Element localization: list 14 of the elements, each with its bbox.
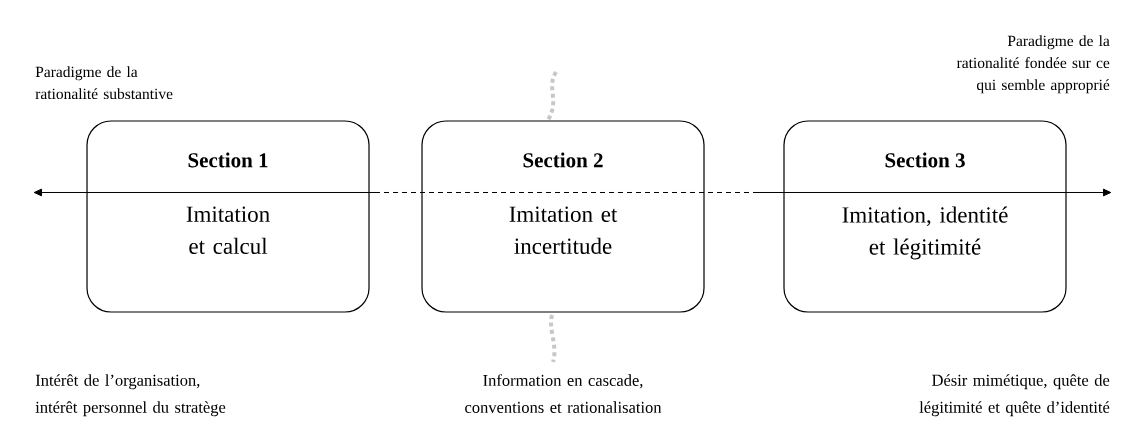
section-description: Imitation et calcul (186, 206, 270, 254)
paradigm-label: Paradigme de la rationalité fondée sur ce qui semble approprié (956, 35, 1110, 94)
section-title: Section 3 (885, 152, 965, 168)
section-description: Imitation, identité et légitimité (842, 206, 1008, 260)
section-description: Imitation et incertitude (509, 206, 618, 254)
section-box (783, 120, 1067, 313)
description-text: Information en cascade, conventions et rationalisation (465, 374, 662, 413)
section-box (421, 120, 705, 313)
section-title: Section 2 (523, 152, 603, 168)
section-title: Section 1 (188, 152, 268, 168)
description-text: Intérêt de l’organisation, intérêt personnel du stratège (35, 374, 226, 417)
description-text: Désir mimétique, quête de légitimité et quête d’identité (919, 374, 1110, 417)
paradigm-label: Paradigme de la rationalité substantive (35, 66, 173, 100)
section-box (86, 120, 370, 313)
